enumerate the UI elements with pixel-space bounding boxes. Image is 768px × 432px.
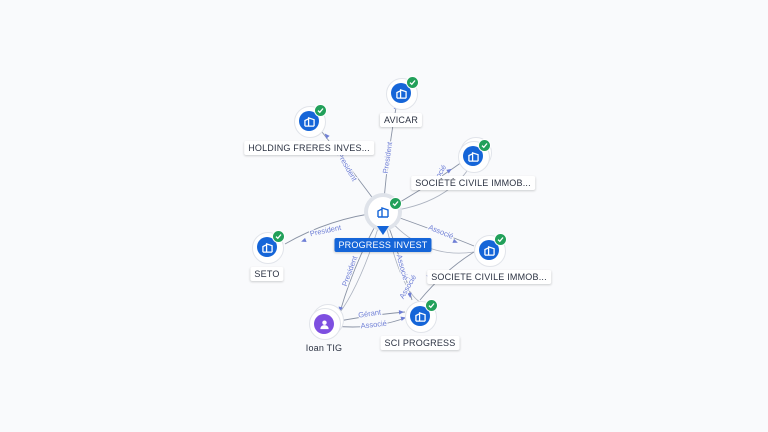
building-icon — [463, 146, 483, 166]
node-label: Ioan TIG — [305, 343, 343, 353]
check-icon — [425, 299, 438, 312]
edge-arrow — [452, 238, 458, 243]
node-label: HOLDING FRERES INVES... — [244, 141, 374, 155]
person-icon — [314, 314, 334, 334]
building-icon-main — [373, 202, 393, 222]
pin-tail — [377, 226, 389, 235]
node-label: SETO — [250, 267, 284, 281]
edge-label: President — [340, 254, 360, 288]
node-label: PROGRESS INVEST — [334, 238, 432, 252]
edge-label: President — [381, 140, 394, 174]
edge-arrow — [400, 316, 406, 321]
check-icon — [272, 230, 285, 243]
node-label: AVICAR — [379, 113, 423, 127]
edge-label: Gérant — [358, 307, 383, 319]
edge-label: President — [335, 151, 359, 184]
check-icon — [406, 76, 419, 89]
edge-label: President — [309, 223, 343, 239]
edge-label: Associé — [360, 319, 387, 331]
check-icon — [314, 104, 327, 117]
check-icon — [494, 233, 507, 246]
check-icon — [389, 197, 402, 210]
building-icon — [377, 207, 389, 218]
check-icon — [478, 139, 491, 152]
node-label: SOCIETE CIVILE IMMOB... — [427, 270, 551, 284]
edge-arrow — [398, 310, 404, 315]
node-label: SCI PROGRESS — [380, 336, 460, 350]
node-label: SOCIÉTÉ CIVILE IMMOB... — [411, 176, 535, 190]
building-icon — [257, 237, 277, 257]
edge-arrow — [324, 133, 330, 139]
building-icon — [479, 240, 499, 260]
building-icon — [410, 306, 430, 326]
edge-arrow — [301, 237, 307, 243]
building-icon — [299, 111, 319, 131]
building-icon — [391, 83, 411, 103]
edge-arrow — [446, 168, 452, 174]
edge-arrow — [407, 292, 412, 298]
